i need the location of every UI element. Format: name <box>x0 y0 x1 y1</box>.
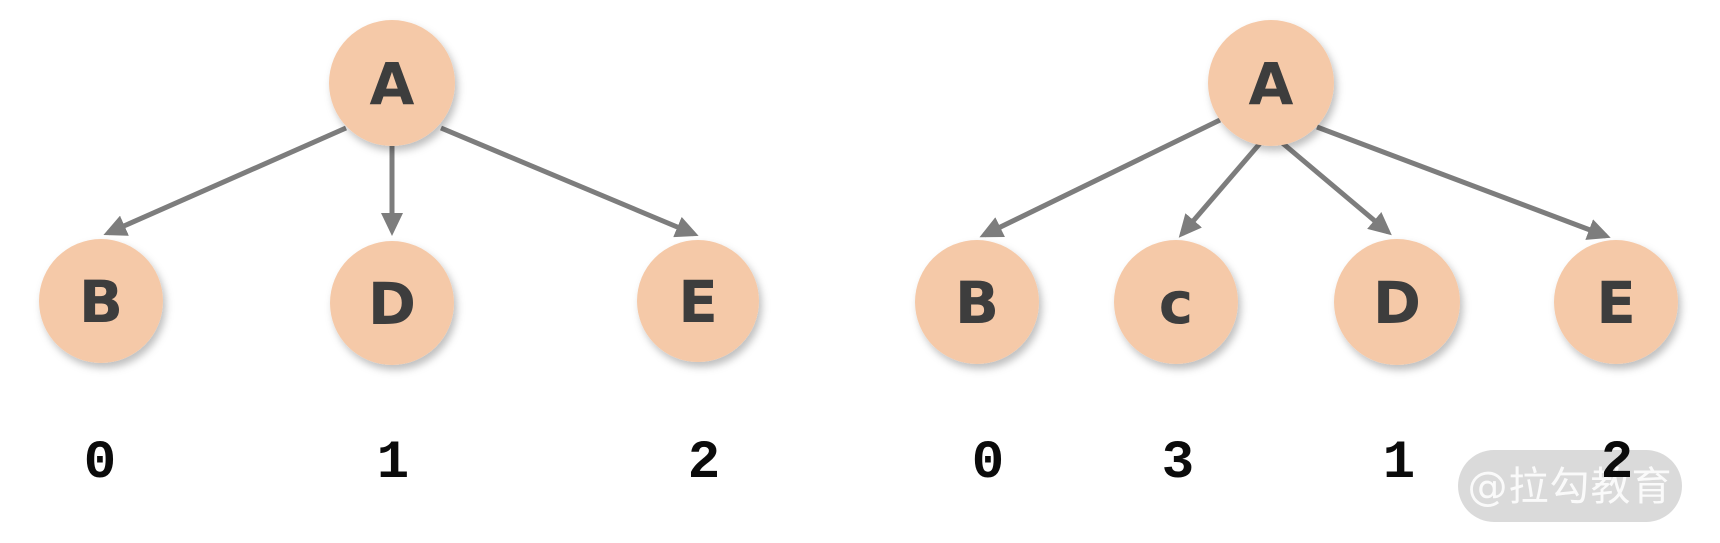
edge-a-to-e-left <box>440 125 699 238</box>
node-e-right: E <box>1554 240 1678 364</box>
node-a-circle-left <box>329 20 455 146</box>
node-a-label-right: A <box>1249 50 1294 118</box>
node-d-label-left: D <box>368 270 416 338</box>
index-d-right: 1 <box>1383 433 1415 494</box>
node-e-left: E <box>637 240 759 362</box>
node-c-right: c <box>1114 240 1238 364</box>
node-e-circle-right <box>1554 240 1678 364</box>
node-a-right: A <box>1208 20 1334 146</box>
edge-a-to-d-right <box>1278 139 1392 236</box>
watermark-pill <box>1458 450 1682 522</box>
node-d-label-right: D <box>1373 269 1421 337</box>
node-e-label-left: E <box>678 268 718 336</box>
tree-after-insert: A B c D E <box>915 20 1678 365</box>
index-b-left: 0 <box>84 433 116 494</box>
node-a-label-left: A <box>370 50 415 118</box>
node-e-label-right: E <box>1596 269 1636 337</box>
node-d-circle-left <box>330 241 454 365</box>
node-c-label-right: c <box>1159 269 1193 337</box>
index-c-right: 3 <box>1162 433 1194 494</box>
edge-a-to-b-left <box>103 125 348 236</box>
node-b-label-left: B <box>79 268 123 336</box>
index-e-left: 2 <box>688 433 720 494</box>
node-b-right: B <box>915 240 1039 364</box>
tree-before-insert: A B D E <box>39 20 759 365</box>
node-b-left: B <box>39 239 163 363</box>
node-d-circle-right <box>1334 239 1460 365</box>
node-b-circle-right <box>915 240 1039 364</box>
node-b-circle-left <box>39 239 163 363</box>
node-c-circle-right <box>1114 240 1238 364</box>
index-row-before-insert: 0 1 2 <box>84 433 720 494</box>
edge-a-to-c-right <box>1178 139 1264 238</box>
node-d-left: D <box>330 241 454 365</box>
node-a-left: A <box>329 20 455 146</box>
node-e-circle-left <box>637 240 759 362</box>
watermark-label: @拉勾教育 <box>1468 464 1673 510</box>
edge-a-to-b-right <box>979 117 1222 238</box>
edge-a-to-e-right <box>1316 124 1611 240</box>
index-b-right: 0 <box>972 433 1004 494</box>
node-a-circle-right <box>1208 20 1334 146</box>
node-b-label-right: B <box>955 269 999 337</box>
node-d-right: D <box>1334 239 1460 365</box>
watermark: @拉勾教育 <box>1458 450 1682 522</box>
index-row-after-insert: 0 3 1 2 <box>972 433 1633 494</box>
index-e-right: 2 <box>1601 433 1633 494</box>
index-d-left: 1 <box>377 433 409 494</box>
